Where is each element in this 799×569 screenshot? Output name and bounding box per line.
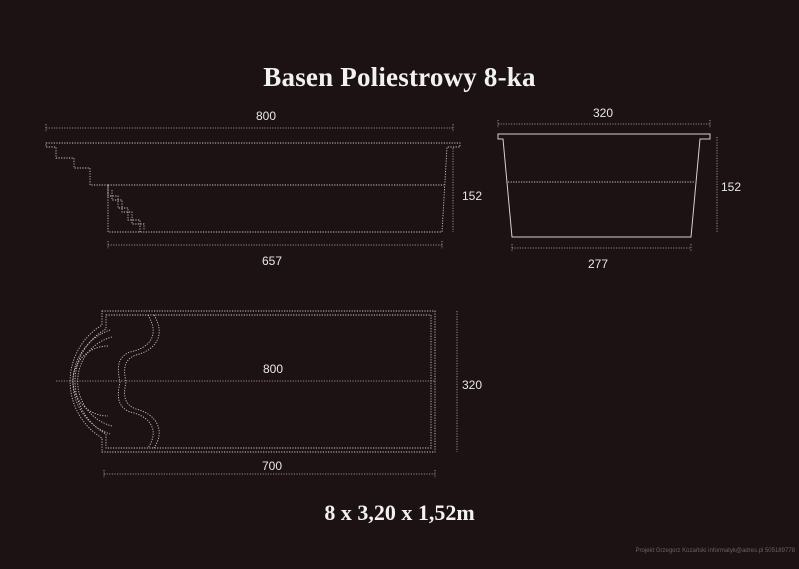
plan-view — [56, 310, 458, 478]
side-steps — [107, 185, 141, 232]
drawing-title: Basen Poliestrowy 8-ka — [263, 62, 536, 92]
end-pool-outline — [497, 133, 711, 238]
end-depth-label: 152 — [721, 180, 742, 194]
side-bottom-length-label: 657 — [262, 254, 283, 268]
end-view — [497, 120, 718, 252]
plan-straight-length-label: 700 — [262, 459, 283, 473]
plan-pool-outline-inner — [74, 314, 432, 449]
end-bottom-width-label: 277 — [588, 257, 609, 271]
plan-step-arc-3 — [72, 329, 111, 435]
side-pool-outline — [45, 142, 461, 233]
pool-dimensions-text: 8 x 3,20 x 1,52m — [324, 500, 475, 525]
plan-step-arc-1 — [72, 345, 109, 417]
side-view — [45, 124, 461, 249]
plan-bench-curve-2 — [124, 314, 160, 449]
author-credit: Projekt Grzegorz Kozański informatyk@adr… — [635, 548, 795, 554]
plan-length-label: 800 — [263, 362, 284, 376]
plan-step-arc-2 — [77, 336, 113, 427]
side-length-label: 800 — [256, 109, 277, 123]
plan-pool-outline-outer — [69, 310, 436, 453]
plan-width-label: 320 — [462, 378, 483, 392]
end-width-label: 320 — [593, 106, 614, 120]
side-depth-label: 152 — [462, 189, 483, 203]
plan-bench-curve-1 — [117, 314, 154, 449]
